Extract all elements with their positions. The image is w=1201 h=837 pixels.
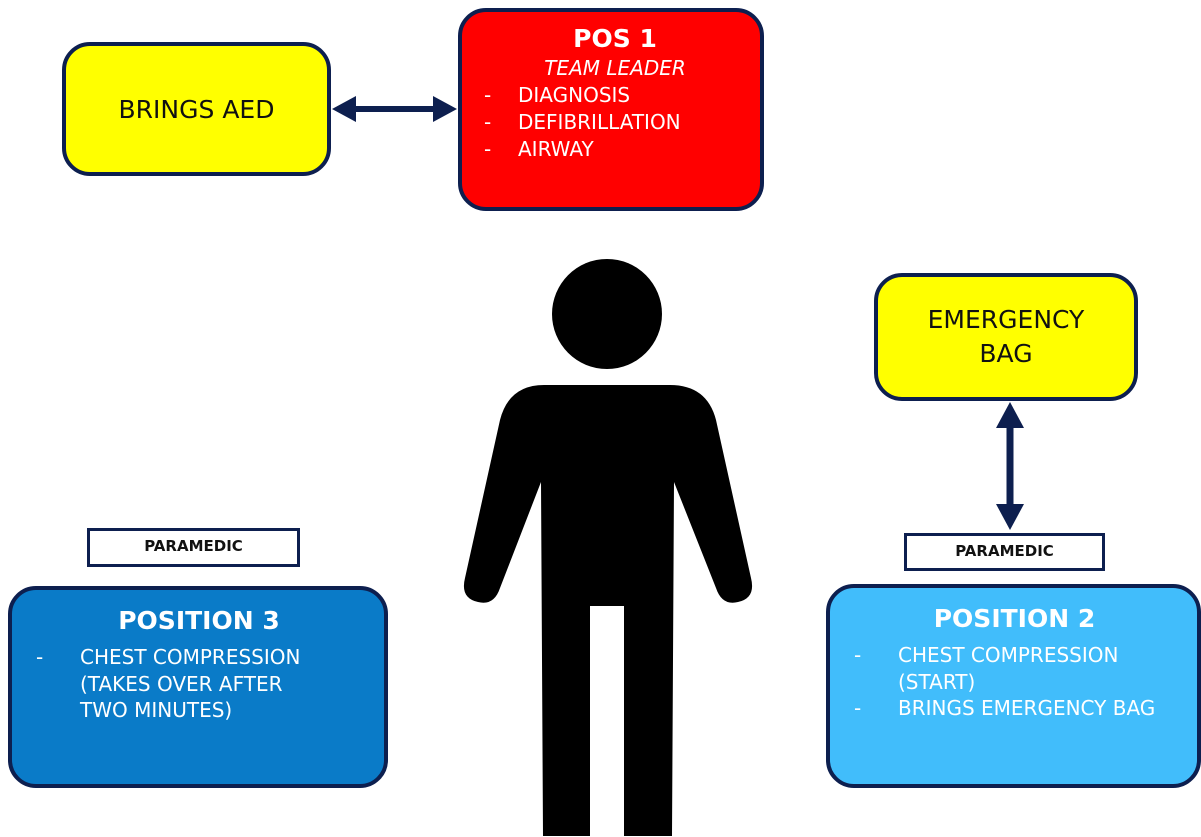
position3-role-tag: PARAMEDIC — [87, 528, 300, 567]
position3-box: POSITION 3 CHEST COMPRESSION (TAKES OVER… — [8, 586, 388, 788]
emergency-bag-label: EMERGENCY BAG — [927, 305, 1085, 368]
pos1-team-leader-box: POS 1 TEAM LEADER DIAGNOSIS DEFIBRILLATI… — [458, 8, 764, 211]
pos1-subtitle: TEAM LEADER — [544, 56, 686, 80]
position2-box: POSITION 2 CHEST COMPRESSION (START) BRI… — [826, 584, 1201, 788]
pos1-task-item: DIAGNOSIS — [480, 82, 750, 109]
pos1-task-item: DEFIBRILLATION — [480, 109, 750, 136]
brings-aed-box: BRINGS AED — [62, 42, 331, 176]
position3-title: POSITION 3 — [118, 606, 280, 635]
person-icon — [463, 259, 753, 836]
position2-title: POSITION 2 — [933, 604, 1096, 633]
position3-task-item: CHEST COMPRESSION (TAKES OVER AFTER TWO … — [28, 644, 330, 724]
pos1-task-item: AIRWAY — [480, 136, 750, 163]
emergency-bag-box: EMERGENCY BAG — [874, 273, 1138, 401]
aed-pos1-double-arrow — [332, 96, 457, 122]
pos1-title: POS 1 — [573, 24, 657, 53]
pos1-task-list: DIAGNOSIS DEFIBRILLATION AIRWAY — [480, 82, 750, 163]
bag-pos2-double-arrow — [996, 402, 1024, 530]
position2-task-item: CHEST COMPRESSION (START) — [846, 642, 1158, 695]
brings-aed-label: BRINGS AED — [118, 94, 275, 124]
position2-task-list: CHEST COMPRESSION (START) BRINGS EMERGEN… — [846, 642, 1183, 722]
position3-task-list: CHEST COMPRESSION (TAKES OVER AFTER TWO … — [28, 644, 370, 724]
position2-role-tag: PARAMEDIC — [904, 533, 1105, 571]
position2-task-item: BRINGS EMERGENCY BAG — [846, 695, 1158, 722]
